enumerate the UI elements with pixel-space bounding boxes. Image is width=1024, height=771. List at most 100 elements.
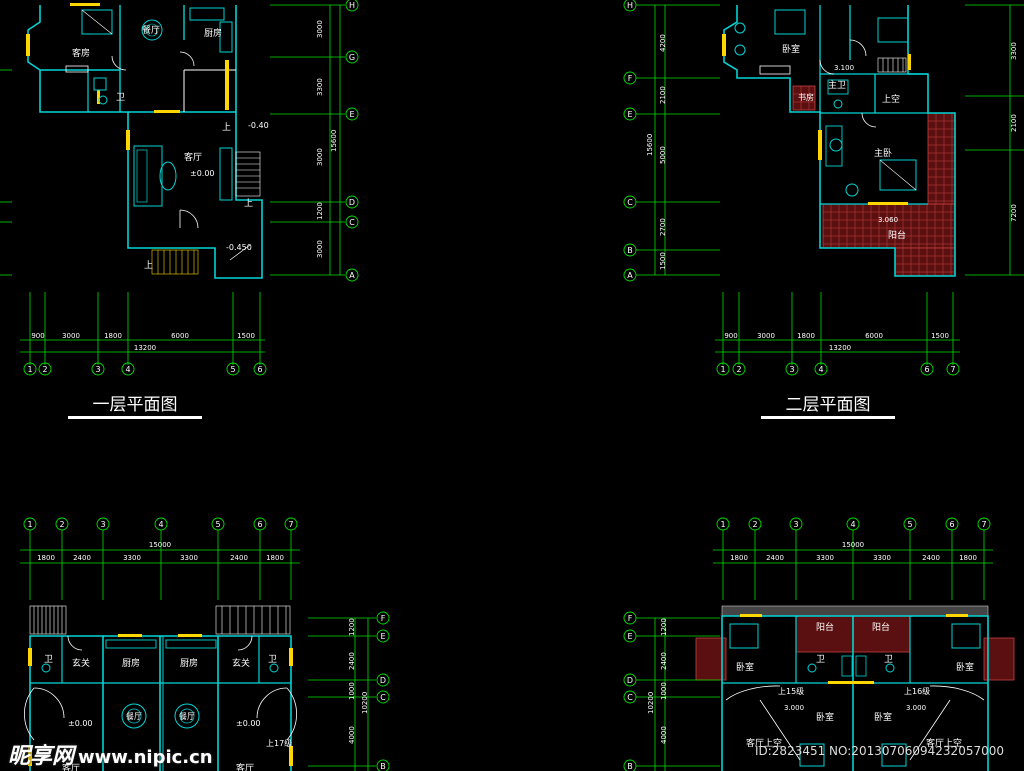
bl-dim-label: 2400: [348, 652, 356, 670]
br-dim-label: 3300: [873, 554, 891, 562]
br-room-wc: 卫: [816, 655, 825, 665]
sf-window: [868, 202, 908, 205]
sf-dim-label: 1500: [659, 252, 667, 270]
ff-elevation: -0.450: [226, 243, 252, 252]
sf-axis-h: H: [627, 1, 633, 10]
ff-axis-5: 5: [230, 365, 235, 374]
sf-window: [818, 130, 822, 160]
ff-door-swing: [111, 55, 127, 71]
br-elevation: 3.000: [784, 704, 804, 712]
sf-window: [722, 34, 726, 56]
bl-axis-letters: [376, 611, 390, 771]
br-dim-label: 2400: [660, 652, 668, 670]
ff-dim-vertical: [270, 4, 345, 276]
ff-up-label: 上: [244, 198, 253, 209]
bl-dim-label: 1000: [348, 682, 356, 700]
bl-door-swing: [237, 635, 253, 651]
br-axis-b: B: [627, 762, 633, 771]
br-spiral-stair: [929, 685, 985, 701]
bl-axis-c: C: [380, 693, 386, 702]
ff-dim-total: 15600: [330, 130, 338, 152]
bl-dim-label: 2400: [73, 554, 91, 562]
sf-dim-horizontal: [715, 292, 960, 365]
ff-window: [26, 34, 30, 56]
bl-dim-label: 3300: [180, 554, 198, 562]
bl-axis-d: D: [380, 676, 386, 685]
br-room-bed: 卧室: [956, 661, 974, 673]
bl-dining-table-inner: [126, 708, 142, 724]
bl-stairs-label: 上17级: [266, 738, 292, 748]
ff-toilet: [98, 95, 108, 105]
bl-dining-table: [121, 703, 147, 729]
second-floor-title-underline: [761, 416, 895, 419]
sf-dim-label: 2700: [659, 218, 667, 236]
bl-axis-4: 4: [158, 520, 163, 529]
br-dim-label: 1200: [660, 618, 668, 636]
sf-room-balcony: 阳台: [888, 229, 906, 241]
watermark-logo-text: 昵享网: [8, 744, 75, 769]
br-room-balcony: 阳台: [816, 621, 834, 633]
bl-axis-e: E: [380, 632, 385, 641]
sf-axis-1: 1: [720, 365, 725, 374]
ff-axis-2: 2: [42, 365, 47, 374]
br-dim-label: 1800: [959, 554, 977, 562]
bl-room-dining: 餐厅: [179, 712, 195, 721]
bl-room-kitchen: 厨房: [180, 657, 198, 669]
bl-kitchen-counter: [105, 639, 157, 649]
br-spiral-stair: [725, 685, 781, 701]
bl-spiral-stair: [256, 687, 288, 719]
bl-wall: [29, 635, 104, 771]
sf-axis-2: 2: [736, 365, 741, 374]
ff-axis-numbers: [23, 362, 267, 376]
bl-window: [289, 648, 293, 666]
bl-dim-label: 2400: [230, 554, 248, 562]
ff-axis-g: G: [349, 53, 355, 62]
ff-axis-letters: [345, 0, 359, 282]
ff-dim-label: 3000: [316, 148, 324, 166]
sf-chair: [845, 183, 859, 197]
sf-axis-c: C: [627, 198, 633, 207]
first-floor-title-underline: [68, 416, 202, 419]
bl-room-foyer: 玄关: [232, 657, 250, 669]
ff-room-dining: 餐厅: [142, 24, 160, 36]
sf-toilet: [833, 99, 843, 109]
sf-axis-b: B: [627, 246, 633, 255]
sf-door-swing: [819, 59, 835, 75]
sf-hatch-lines: [793, 86, 955, 276]
br-dim-vertical: [636, 617, 720, 771]
sf-dim-label: 6000: [865, 332, 883, 340]
ff-window: [70, 3, 100, 6]
sf-cabinet: [759, 65, 791, 75]
br-bath: [855, 655, 867, 677]
br-axis-d: D: [627, 676, 633, 685]
ff-bed: [81, 9, 113, 35]
br-room-bed: 卧室: [816, 711, 834, 723]
bl-kitchen-counter: [165, 639, 217, 649]
sf-dim-vertical-right: [965, 4, 1024, 276]
ff-coffee-table: [159, 161, 177, 191]
bl-dim-label: 1200: [348, 618, 356, 636]
bl-window: [289, 746, 293, 766]
br-dim-horizontal: [713, 530, 993, 600]
bl-axis-5: 5: [215, 520, 220, 529]
duplex-first-floor-plan: 1 2 3 4 5 6 7 15000 1800 2400 3300 3300 …: [20, 517, 390, 771]
sf-bed: [877, 17, 909, 43]
ff-door-swing: [179, 209, 199, 229]
ff-window: [154, 110, 180, 113]
sf-door-swing: [849, 39, 867, 57]
bl-axis-b: B: [380, 762, 386, 771]
br-axis-1: 1: [720, 520, 725, 529]
br-axis-2: 2: [752, 520, 757, 529]
ff-dim-total: 13200: [134, 344, 156, 352]
br-room-balcony: 阳台: [872, 621, 890, 633]
br-room-living-void: 客厅上空: [746, 737, 782, 749]
bl-dining-table-inner: [179, 708, 195, 724]
sf-bed-detail: [879, 159, 917, 191]
br-dim-total: 10200: [647, 692, 655, 714]
ff-entrance-stairs: [151, 249, 199, 275]
br-bed: [951, 623, 981, 649]
ff-level-mark-line: [229, 244, 251, 261]
ff-axis-3: 3: [95, 365, 100, 374]
br-dim-label: 2400: [766, 554, 784, 562]
